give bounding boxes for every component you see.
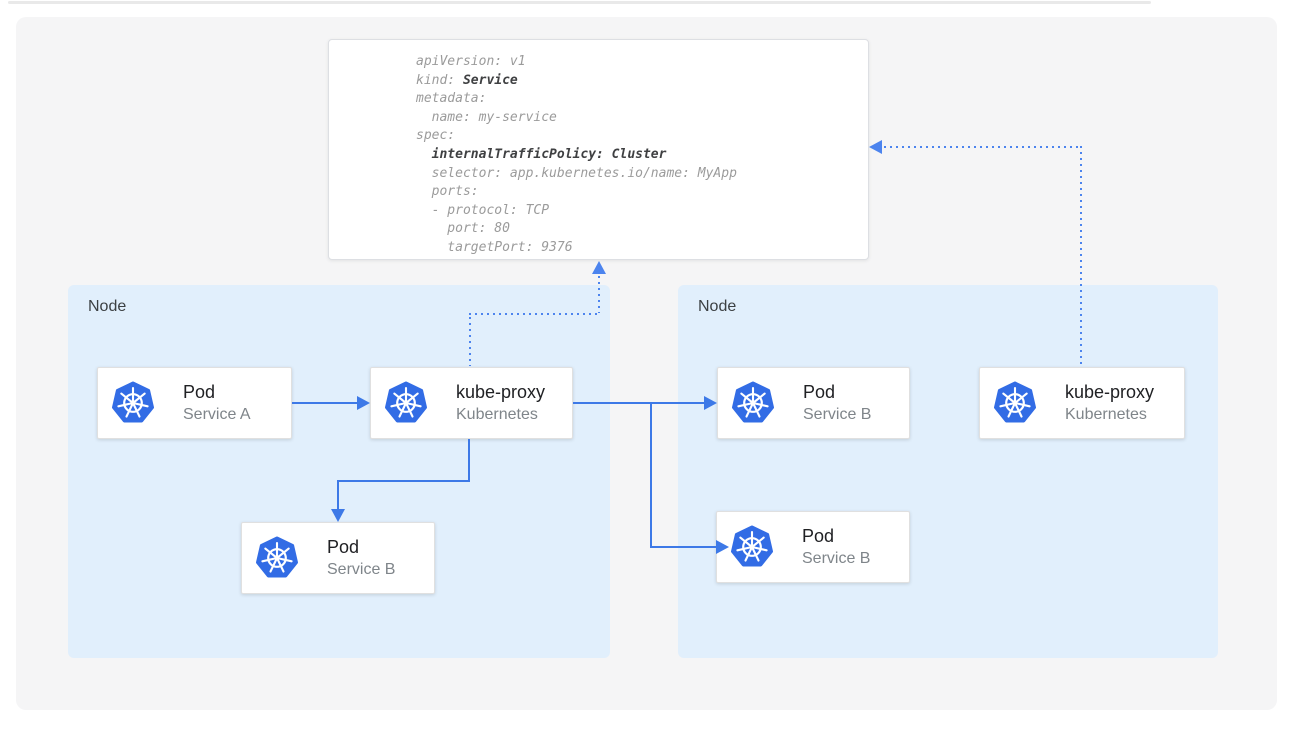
yaml-line: spec: <box>416 128 456 144</box>
dotted-left-horizontal-seg <box>469 313 601 315</box>
arrow-pod-a-to-kube-proxy-line <box>292 402 357 404</box>
card-title: kube-proxy <box>456 382 546 402</box>
yaml-line: kind: Service <box>416 72 518 88</box>
card-text: kube-proxy Kubernetes <box>456 381 545 425</box>
yaml-line: targetPort: 9376 <box>416 239 573 255</box>
kubernetes-logo-icon <box>731 525 773 567</box>
card-title: kube-proxy <box>1065 382 1155 402</box>
dotted-left-kube-proxy-up-seg <box>469 317 471 366</box>
arrow-branch-right-seg <box>650 546 716 548</box>
card-text: Pod Service B <box>802 525 870 569</box>
card-title: Pod <box>803 382 836 402</box>
yaml-line: apiVersion: v1 <box>416 54 526 69</box>
arrow-kube-proxy-to-pod-b-top-head <box>704 396 717 410</box>
yaml-manifest-panel: apiVersion: v1 kind: Service metadata: n… <box>328 39 869 260</box>
card-subtitle: Service B <box>802 550 871 567</box>
yaml-line: internalTrafficPolicy: Cluster <box>431 146 667 162</box>
arrow-branch-down-seg <box>650 402 652 547</box>
kubernetes-logo-icon <box>994 381 1036 423</box>
node-box-left: Node <box>68 285 610 658</box>
card-text: Pod Service B <box>803 381 871 425</box>
card-subtitle: Service B <box>803 406 872 423</box>
yaml-line: port: 80 <box>416 221 510 237</box>
dotted-arrow-up-head <box>592 261 606 274</box>
dotted-arrow-left-head <box>869 140 882 154</box>
node-label: Node <box>698 298 737 315</box>
arrow-kube-proxy-to-pod-b-left-seg1 <box>468 439 470 481</box>
card-subtitle: Service B <box>327 561 396 578</box>
pod-card-service-a: Pod Service A <box>97 367 292 439</box>
card-text: Pod Service B <box>327 536 395 580</box>
yaml-line: metadata: <box>416 91 487 107</box>
dotted-right-horizontal-seg <box>884 146 1082 148</box>
arrow-kube-proxy-to-pod-b-left-seg3 <box>337 480 339 509</box>
node-box-right: Node <box>678 285 1218 658</box>
kubernetes-logo-icon <box>112 381 154 423</box>
arrow-kube-proxy-to-pod-b-top-line <box>573 402 704 404</box>
card-title: Pod <box>183 382 216 402</box>
card-subtitle: Kubernetes <box>1065 406 1147 423</box>
kubernetes-logo-icon <box>732 381 774 423</box>
dotted-left-up-to-yaml-seg <box>598 276 600 313</box>
kubernetes-logo-icon <box>256 536 298 578</box>
yaml-line: - protocol: TCP <box>416 202 550 218</box>
arrow-kube-proxy-to-pod-b-left-head <box>331 509 345 522</box>
kube-proxy-card-right: kube-proxy Kubernetes <box>979 367 1185 439</box>
arrow-kube-proxy-to-pod-b-left-seg2 <box>337 480 470 482</box>
card-title: Pod <box>327 537 360 557</box>
yaml-line: name: my-service <box>416 109 557 125</box>
pod-card-service-b-left: Pod Service B <box>241 522 435 594</box>
yaml-code-block: apiVersion: v1 kind: Service metadata: n… <box>416 53 737 258</box>
node-label: Node <box>88 298 127 315</box>
pod-card-service-b-right-bottom: Pod Service B <box>716 511 910 583</box>
pod-card-service-b-right-top: Pod Service B <box>717 367 910 439</box>
card-subtitle: Service A <box>183 406 251 423</box>
arrow-pod-a-to-kube-proxy-head <box>357 396 370 410</box>
card-title: Pod <box>802 526 835 546</box>
kube-proxy-card-left: kube-proxy Kubernetes <box>370 367 573 439</box>
arrow-to-pod-b-bottom-head <box>716 540 729 554</box>
kubernetes-logo-icon <box>385 381 427 423</box>
yaml-line: selector: app.kubernetes.io/name: MyApp <box>416 165 737 181</box>
dotted-right-kube-proxy-up-seg <box>1080 146 1082 366</box>
page-top-divider <box>8 1 1151 4</box>
card-text: Pod Service A <box>183 381 251 425</box>
card-subtitle: Kubernetes <box>456 406 538 423</box>
yaml-line: ports: <box>416 184 479 200</box>
diagram-canvas: apiVersion: v1 kind: Service metadata: n… <box>16 17 1277 710</box>
card-text: kube-proxy Kubernetes <box>1065 381 1154 425</box>
